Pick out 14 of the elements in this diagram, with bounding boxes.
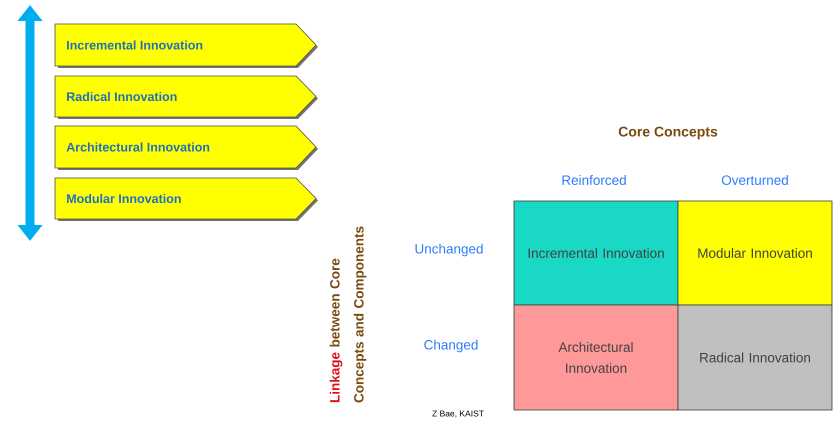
credit-text: Z Bae, KAIST — [432, 410, 484, 418]
chevron-box: Architectural Innovation — [54, 126, 318, 170]
core-concepts-heading: Core Concepts — [618, 126, 718, 140]
column-label: Overturned — [722, 175, 788, 185]
chevron-box: Incremental Innovation — [54, 24, 318, 68]
matrix-cell: Architectural Innovation — [514, 304, 678, 410]
chevron-box: Radical Innovation — [54, 76, 318, 119]
column-label: Reinforced — [562, 175, 626, 185]
row-label: Unchanged — [416, 244, 483, 256]
matrix-cell: Incremental Innovation — [514, 200, 678, 306]
matrix-cell: Radical Innovation — [678, 304, 832, 410]
matrix-cell: Modular Innovation — [678, 200, 832, 306]
chevron-box: Modular Innovation — [54, 178, 318, 221]
row-label: Changed — [424, 340, 478, 352]
